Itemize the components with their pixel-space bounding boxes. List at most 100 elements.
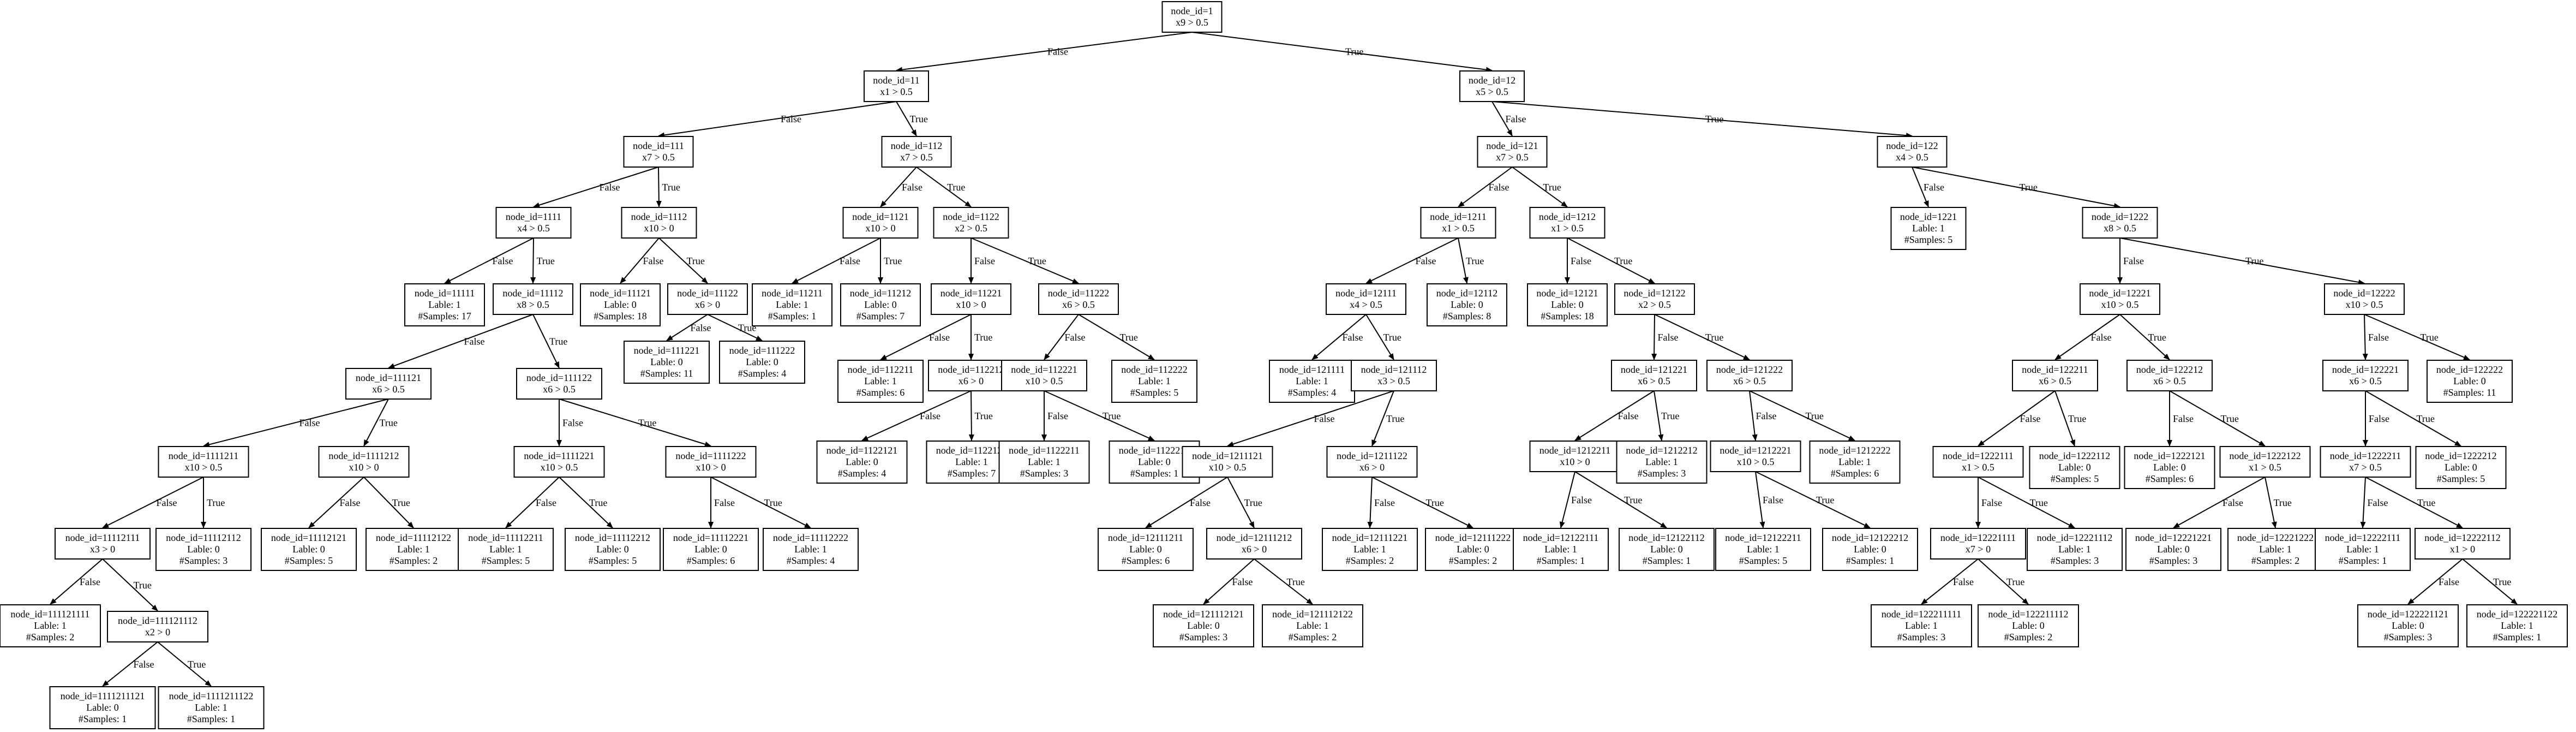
edge-label-false: False	[840, 255, 860, 266]
edge-label-true: True	[2006, 576, 2024, 587]
edge-label-false: False	[691, 323, 711, 334]
edge-label-false: False	[600, 182, 620, 193]
node-box	[1619, 528, 1715, 571]
node-id-label: node_id=122221122	[2477, 609, 2557, 620]
node-id-label: node_id=1222122	[2229, 450, 2301, 461]
node-detail-label: #Samples: 1	[1537, 555, 1585, 566]
node-id-label: node_id=1111	[506, 211, 561, 222]
node-detail-label: #Samples: 8	[1443, 311, 1491, 322]
node-detail-label: x3 > 0	[90, 544, 115, 555]
edge-label-false: False	[1953, 576, 1974, 587]
node-detail-label: x6 > 0.5	[2349, 376, 2382, 386]
node-detail-label: x10 > 0	[865, 223, 895, 234]
node-id-label: node_id=1212222	[1819, 445, 1890, 456]
node-detail-label: Lable: 1	[2259, 544, 2291, 555]
edge-1121-to-11211	[792, 237, 881, 284]
node-detail-label: #Samples: 17	[418, 311, 471, 322]
node-id-label: node_id=122211112	[1988, 609, 2068, 620]
edge-label-true: True	[2068, 413, 2086, 424]
node-id-label: node_id=12221222	[2237, 532, 2314, 543]
node-box	[2082, 207, 2158, 239]
edge-12222-to-122222	[2364, 314, 2470, 360]
edge-12221-to-122211	[2054, 314, 2120, 360]
node-detail-label: x10 > 0.5	[1737, 456, 1775, 467]
node-detail-label: #Samples: 3	[1179, 632, 1228, 642]
node-box	[719, 341, 805, 384]
node-id-label: node_id=11112221	[673, 532, 748, 543]
node-id-label: node_id=11112	[502, 288, 563, 299]
node-id-label: node_id=1212	[1539, 211, 1596, 222]
node-box	[1822, 528, 1918, 571]
edge-1111222-to-11112222	[710, 477, 811, 528]
node-box	[158, 686, 265, 729]
node-detail-label: #Samples: 1	[187, 713, 236, 724]
node-box	[2357, 604, 2459, 647]
edge-label-true: True	[638, 418, 656, 429]
node-box	[1001, 360, 1087, 391]
node-detail-label: x1 > 0.5	[2249, 462, 2281, 473]
node-id-label: node_id=11112211	[468, 532, 543, 543]
node-detail-label: #Samples: 3	[2051, 555, 2099, 566]
node-box	[2027, 528, 2123, 571]
node-id-label: node_id=12111212	[1217, 532, 1292, 543]
node-box	[2415, 528, 2511, 560]
node-detail-label: Lable: 1	[1544, 544, 1577, 555]
node-box	[1978, 604, 2079, 647]
edge-1-to-11	[896, 32, 1193, 73]
edge-111-to-1112	[656, 166, 662, 207]
node-box	[1038, 283, 1119, 315]
node-detail-label: Lable: 1	[864, 376, 896, 386]
node-box	[1322, 528, 1418, 571]
node-detail-label: #Samples: 2	[26, 632, 75, 642]
node-detail-label: #Samples: 1	[2339, 555, 2387, 566]
node-detail-label: Lable: 0	[1129, 544, 1161, 555]
edge-label-true: True	[2221, 413, 2239, 424]
edge-label-true: True	[1543, 182, 1561, 193]
node-id-label: node_id=1222112	[2039, 450, 2110, 461]
node-box	[1269, 360, 1355, 403]
edge-1222122-to-12221221	[2173, 477, 2266, 528]
edge-1222211-to-12222112	[2365, 477, 2463, 528]
node-box	[2315, 528, 2411, 571]
edge-label-true: True	[380, 418, 398, 429]
edge-label-true: True	[188, 659, 206, 670]
node-box	[624, 341, 710, 384]
node-detail-label: #Samples: 5	[285, 555, 333, 566]
node-id-label: node_id=121112	[1361, 364, 1427, 375]
node-box	[2126, 360, 2213, 391]
node-box	[513, 446, 605, 478]
node-detail-label: Lable: 1	[397, 544, 429, 555]
edge-112212-to-1122122	[968, 390, 974, 441]
node-detail-label: Lable: 0	[2153, 462, 2185, 473]
edge-label-false: False	[1190, 497, 1211, 508]
edge-11222-to-112222	[1078, 314, 1155, 360]
node-id-label: node_id=12222112	[2424, 532, 2500, 543]
node-id-label: node_id=112222	[1121, 364, 1187, 375]
node-id-label: node_id=12	[1469, 75, 1515, 86]
node-detail-label: Lable: 1	[776, 299, 808, 310]
node-detail-label: Lable: 0	[2012, 620, 2044, 631]
edge-112212-to-1122121	[861, 390, 972, 441]
edge-11-to-112	[896, 101, 917, 136]
node-detail-label: x10 > 0	[956, 299, 986, 310]
node-box	[261, 528, 357, 571]
node-detail-label: Lable: 0	[864, 299, 896, 310]
node-box	[565, 528, 661, 571]
edge-label-false: False	[1763, 495, 1783, 505]
node-detail-label: Lable: 0	[2392, 620, 2424, 631]
